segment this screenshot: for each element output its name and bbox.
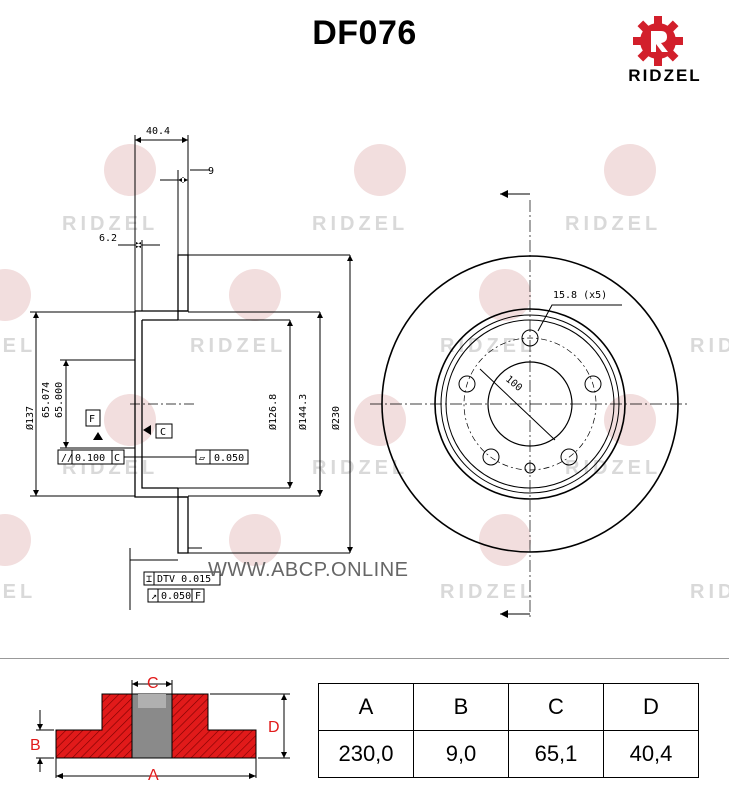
watermark-text: RIDZEL: [190, 335, 286, 357]
watermark-text: RIDZEL: [0, 335, 36, 357]
watermark-text: RIDZEL: [690, 335, 729, 357]
watermark-text: RIDZEL: [690, 581, 729, 603]
specs-header-cell: C: [508, 683, 604, 731]
dim-d65-upper: 65.074: [41, 382, 52, 418]
specs-value-cell: 9,0: [413, 730, 509, 778]
watermark-text: RIDZEL: [565, 457, 661, 479]
svg-text:⌶: ⌶: [146, 574, 152, 585]
tolerance-labels: F C // 0.100 C ▱ 0.050 ⌶ DTV 0.015 ↗ 0.0…: [61, 414, 244, 602]
part-number-title: DF076: [312, 14, 417, 52]
svg-text:↗: ↗: [151, 591, 157, 602]
dim-bolt-holes: 15.8 (x5): [553, 290, 607, 301]
tolerance-frames: [57, 409, 249, 603]
tol-parallel-value: 0.100: [75, 453, 105, 464]
dim-d137: Ø137: [24, 406, 36, 430]
legend-a: A: [148, 767, 159, 784]
side-dimension-labels: 40.4 9 6.2 Ø137 65.074 65.000 Ø126.8 Ø14…: [24, 126, 342, 430]
watermark-layer: RIDZEL RIDZEL RIDZEL RIDZEL RIDZEL RIDZE…: [0, 144, 729, 603]
specs-header-cell: A: [318, 683, 414, 731]
watermark-text: RIDZEL: [312, 213, 408, 235]
dimension-legend-diagram: C A B D: [30, 675, 290, 784]
dim-d230: Ø230: [330, 406, 342, 430]
watermark-text: RIDZEL: [440, 581, 536, 603]
datum-c-label: C: [160, 427, 166, 438]
watermark-text: RIDZEL: [312, 457, 408, 479]
side-view: [30, 135, 351, 610]
watermark-text: RIDZEL: [565, 213, 661, 235]
legend-d: D: [268, 719, 280, 736]
legend-c: C: [147, 675, 159, 692]
watermark-text: RIDZEL: [0, 581, 36, 603]
tol-flatness-value: 0.050: [214, 453, 244, 464]
specs-table: A B C D 230,0 9,0 65,1 40,4: [318, 683, 699, 778]
datum-f-label: F: [89, 414, 95, 425]
dim-d144: Ø144.3: [297, 394, 309, 430]
tol-dtv-value: DTV 0.015: [157, 574, 211, 585]
tol-runout-ref: F: [195, 591, 201, 602]
brand-name: RIDZEL: [628, 66, 702, 85]
dim-thickness: 9: [208, 166, 214, 177]
tol-runout-value: 0.050: [161, 591, 191, 602]
dim-pcd: 100: [503, 374, 524, 394]
dimension-arrows: [33, 137, 353, 553]
watermark-text: RIDZEL: [440, 335, 536, 357]
tol-parallel-ref: C: [114, 453, 120, 464]
brand-logo-icon: [633, 16, 683, 66]
front-view: [370, 193, 690, 620]
specs-value-row: 230,0 9,0 65,1 40,4: [318, 730, 699, 778]
watermark-text: RIDZEL: [62, 213, 158, 235]
section-divider: [0, 658, 729, 659]
watermark-url: WWW.ABCP.ONLINE: [208, 559, 409, 581]
technical-drawing: RIDZEL RIDZEL RIDZEL RIDZEL RIDZEL RIDZE…: [0, 126, 729, 620]
svg-text:▱: ▱: [199, 453, 205, 464]
specs-value-cell: 230,0: [318, 730, 414, 778]
specs-header-cell: B: [413, 683, 509, 731]
dim-offset: 6.2: [99, 233, 117, 244]
legend-b: B: [30, 737, 41, 754]
dim-d126: Ø126.8: [267, 394, 279, 430]
dim-d65-lower: 65.000: [54, 382, 65, 418]
svg-text://: //: [61, 453, 73, 464]
specs-header-cell: D: [603, 683, 699, 731]
specs-value-cell: 65,1: [508, 730, 604, 778]
specs-header-row: A B C D: [318, 683, 699, 731]
dim-width-total: 40.4: [146, 126, 170, 137]
specs-value-cell: 40,4: [603, 730, 699, 778]
